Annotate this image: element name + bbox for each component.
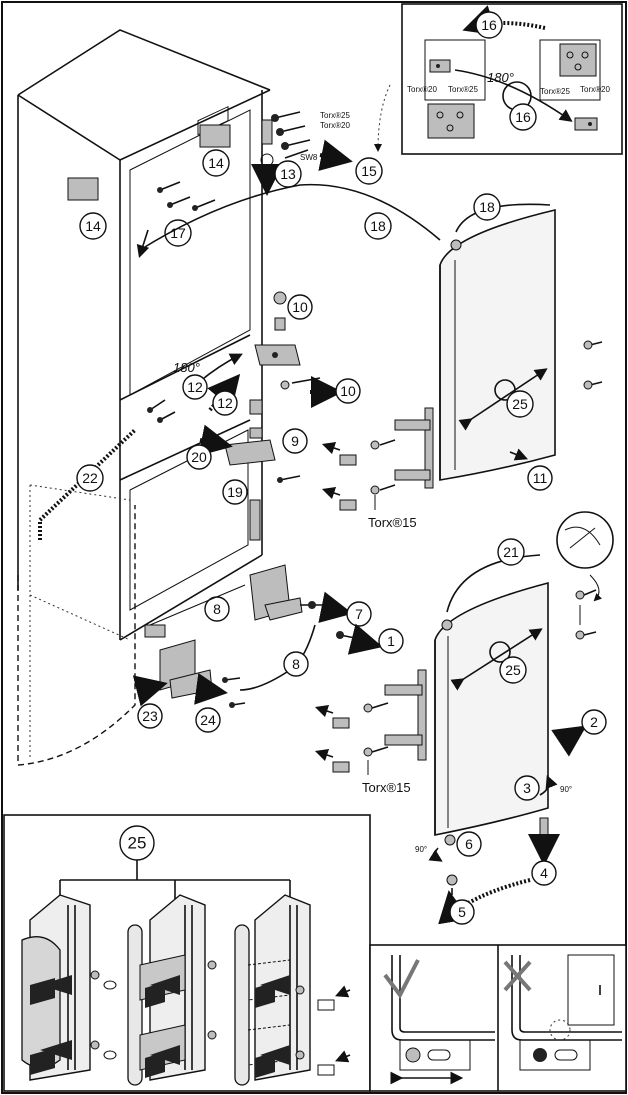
callout-25-upper: 25 [512, 396, 528, 412]
upper-handle: Torx®15 [321, 407, 434, 530]
callout-17: 17 [170, 225, 186, 241]
hinge-cover-left [67, 177, 99, 201]
inset-hinge-swap: 180° Torx®20 Torx®25 Torx®25 Torx®20 16 … [401, 3, 623, 155]
top-screws: Torx®25 Torx®20 15 [271, 111, 383, 185]
callout-13: 13 [280, 166, 296, 182]
inset-handle-variants: 25 [3, 814, 371, 1092]
callout-16: 16 [481, 17, 497, 33]
freezer-hinge-23-24: 23 24 [132, 639, 246, 733]
callout-14-top: 14 [208, 155, 224, 171]
spacer-13: SW8 13 [251, 119, 318, 196]
rotation-12: 180° 12 12 [147, 353, 243, 423]
hinge-plate-right [559, 43, 597, 77]
callout-2: 2 [590, 714, 598, 730]
svg-text:Torx®25: Torx®25 [448, 85, 478, 94]
callout-18-right: 18 [479, 199, 495, 215]
callout-24: 24 [200, 712, 216, 728]
callout-19: 19 [227, 484, 243, 500]
callout-9: 9 [291, 433, 299, 449]
screws-17: 17 [136, 181, 216, 259]
hinge-parts-10: 10 10 [254, 291, 361, 408]
callout-14-left: 14 [85, 218, 101, 234]
callout-7: 7 [355, 606, 363, 622]
svg-text:Torx®20: Torx®20 [580, 85, 610, 94]
svg-text:Torx®25: Torx®25 [540, 87, 570, 96]
svg-text:SW8: SW8 [300, 153, 318, 162]
svg-text:90°: 90° [415, 845, 427, 854]
callout-21: 21 [503, 544, 519, 560]
lower-handle: Torx®15 [314, 669, 427, 795]
callout-8-lower: 8 [292, 656, 300, 672]
svg-text:Torx®25: Torx®25 [320, 111, 350, 120]
hinge-plate-left [427, 103, 475, 139]
handle-variant-3 [234, 894, 351, 1086]
callout-20: 20 [191, 449, 207, 465]
hinge-cover-top [199, 124, 231, 148]
svg-text:Torx®20: Torx®20 [320, 121, 350, 130]
callout-12-prime: 12 [217, 395, 233, 411]
freezer-door-outline [17, 484, 136, 766]
fridge-cabinet [17, 29, 271, 641]
callout-15: 15 [361, 163, 377, 179]
callout-1: 1 [387, 633, 395, 649]
svg-text:180°: 180° [487, 70, 514, 85]
callout-8-upper: 8 [213, 601, 221, 617]
callout-12: 12 [187, 379, 203, 395]
callout-6: 6 [465, 836, 473, 852]
svg-text:Torx®20: Torx®20 [407, 85, 437, 94]
callout-25-inset: 25 [128, 834, 147, 853]
callout-11: 11 [533, 470, 548, 486]
svg-text:Torx®15: Torx®15 [362, 780, 411, 795]
callout-10-bottom: 10 [340, 383, 356, 399]
cable-18 [139, 183, 441, 251]
callout-18-left: 18 [370, 218, 386, 234]
cable-22 [38, 428, 137, 540]
bottom-pins-4-5-6: 90° 6 4 5 [415, 817, 560, 925]
inset-alignment-check [369, 944, 627, 1092]
callout-25-lower: 25 [505, 662, 521, 678]
callout-5: 5 [458, 904, 466, 920]
callout-3: 3 [523, 780, 531, 796]
middle-hinge-9-19-20: 9 20 19 [186, 399, 308, 541]
callout-4: 4 [540, 865, 548, 881]
callout-23: 23 [142, 708, 158, 724]
check-mark-icon [383, 959, 420, 999]
upper-door: 18 25 11 [439, 193, 603, 491]
callout-22: 22 [82, 470, 98, 486]
handle-variant-2 [127, 894, 217, 1086]
lower-door: 21 25 2 3 90° [434, 511, 614, 836]
svg-text:90°: 90° [560, 785, 572, 794]
lower-hinge-area: 7 1 8 8 [144, 564, 404, 691]
svg-text:Torx®15: Torx®15 [368, 515, 417, 530]
handle-variant-1 [21, 894, 117, 1081]
callout-10-top: 10 [292, 299, 308, 315]
callout-16-prime: 16 [515, 109, 531, 125]
cross-mark-icon [503, 960, 532, 992]
svg-text:180°: 180° [173, 360, 200, 375]
small-bracket-right [574, 117, 598, 131]
